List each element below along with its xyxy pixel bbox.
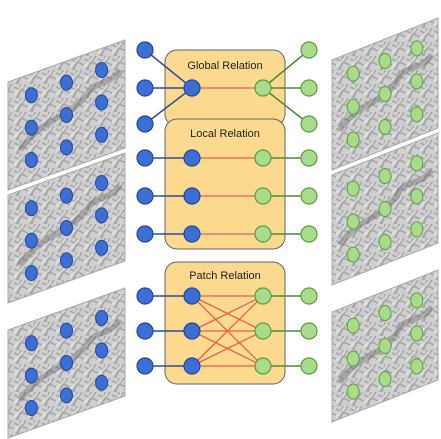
patch-relation-edge [191, 295, 264, 367]
left-image-3-dot [24, 400, 38, 416]
patch-green-node [254, 287, 272, 305]
local-blue-node [183, 149, 201, 167]
right-image-1-dot [410, 106, 424, 123]
right-image-3-dot [410, 325, 424, 342]
global-output-node [300, 79, 318, 97]
left-image-1-dot [24, 119, 38, 136]
left-image-3-dot [95, 310, 109, 326]
global-output-edge [262, 49, 310, 89]
image-feature-dots [24, 40, 424, 416]
patch-green-node [254, 357, 272, 375]
right-image-3-dot [378, 338, 392, 354]
patch-output-node [300, 357, 318, 375]
right-image-1-dot [378, 86, 392, 102]
right-image-1-dot [410, 73, 424, 90]
left-image-2-dot [24, 200, 38, 217]
global-center-node [183, 79, 201, 97]
local-relation-title: Local Relation [190, 128, 260, 140]
local-input-node [136, 225, 154, 243]
right-image-3-dot [410, 292, 424, 309]
global-aggregated-node [254, 79, 272, 97]
left-image-1-dot [60, 139, 73, 156]
patch-green-node [254, 322, 272, 340]
right-image-3-dot [346, 350, 360, 367]
right-image-1-dot [346, 131, 360, 148]
right-image-2-dot [378, 201, 392, 217]
right-image-2-dot [378, 168, 392, 184]
right-image-1-dot [378, 53, 392, 69]
left-image-1-dot [95, 62, 109, 78]
global-output-node [300, 115, 318, 133]
patch-relation-title: Patch Relation [189, 270, 261, 282]
left-image-2-dot [24, 232, 38, 249]
patch-input-node [136, 322, 154, 340]
patch-relation-edge [191, 295, 264, 332]
left-image-3-dot [95, 374, 109, 391]
global-relation-title: Global Relation [187, 60, 262, 72]
local-blue-node [183, 225, 201, 243]
right-image-3-dot [378, 371, 392, 387]
local-green-node [254, 149, 272, 167]
right-image-3-dot [378, 305, 392, 321]
patch-blue-node [183, 357, 201, 375]
right-image-2-dot [346, 213, 360, 230]
left-image-1-dot [95, 94, 109, 111]
local-input-node [136, 187, 154, 205]
right-image-3-dot [346, 317, 360, 334]
left-image-2-dot [60, 252, 73, 269]
left-image-2-dot [60, 220, 73, 236]
patch-blue-node [183, 322, 201, 340]
right-image-2-dot [346, 180, 360, 197]
left-image-3-dot [60, 355, 73, 371]
right-image-2-dot [410, 155, 424, 172]
local-input-node [136, 149, 154, 167]
left-image-3-dot [60, 387, 73, 404]
global-input-edge [144, 49, 193, 89]
left-image-1-dot [95, 126, 109, 143]
graph-nodes [136, 41, 318, 375]
right-image-1-dot [346, 65, 360, 82]
global-input-edge [144, 87, 193, 125]
local-green-node [254, 225, 272, 243]
right-image-3-dot [410, 358, 424, 375]
local-green-node [254, 187, 272, 205]
patch-input-node [136, 357, 154, 375]
patch-output-node [300, 322, 318, 340]
left-image-1-dot [60, 107, 73, 123]
right-image-1-dot [410, 40, 424, 57]
local-blue-node [183, 187, 201, 205]
global-output-edge [262, 87, 310, 125]
left-image-2-dot [95, 207, 109, 224]
left-image-3-dot [95, 342, 109, 359]
global-input-node [136, 79, 154, 97]
right-image-1-dot [346, 98, 360, 115]
left-image-1-dot [24, 87, 38, 104]
left-image-3-dot [24, 367, 38, 384]
right-image-1-dot [378, 119, 392, 135]
global-output-node [300, 41, 318, 59]
left-image-3-dot [60, 322, 73, 339]
right-image-2-dot [410, 221, 424, 238]
left-image-3-dot [24, 335, 38, 352]
local-output-node [300, 149, 318, 167]
global-input-node [136, 115, 154, 133]
right-image-2-dot [410, 188, 424, 205]
left-image-2-dot [24, 265, 38, 281]
patch-blue-node [183, 287, 201, 305]
left-image-1-dot [60, 74, 73, 91]
right-image-2-dot [378, 234, 392, 250]
global-input-node [136, 41, 154, 59]
right-image-2-dot [346, 246, 360, 263]
left-image-2-dot [60, 187, 73, 204]
right-image-3-dot [346, 383, 360, 400]
local-output-node [300, 225, 318, 243]
left-image-2-dot [95, 239, 109, 256]
left-image-2-dot [95, 175, 109, 191]
local-output-node [300, 187, 318, 205]
patch-relation-edge [191, 330, 264, 367]
left-image-1-dot [24, 152, 38, 168]
patch-output-node [300, 287, 318, 305]
patch-input-node [136, 287, 154, 305]
